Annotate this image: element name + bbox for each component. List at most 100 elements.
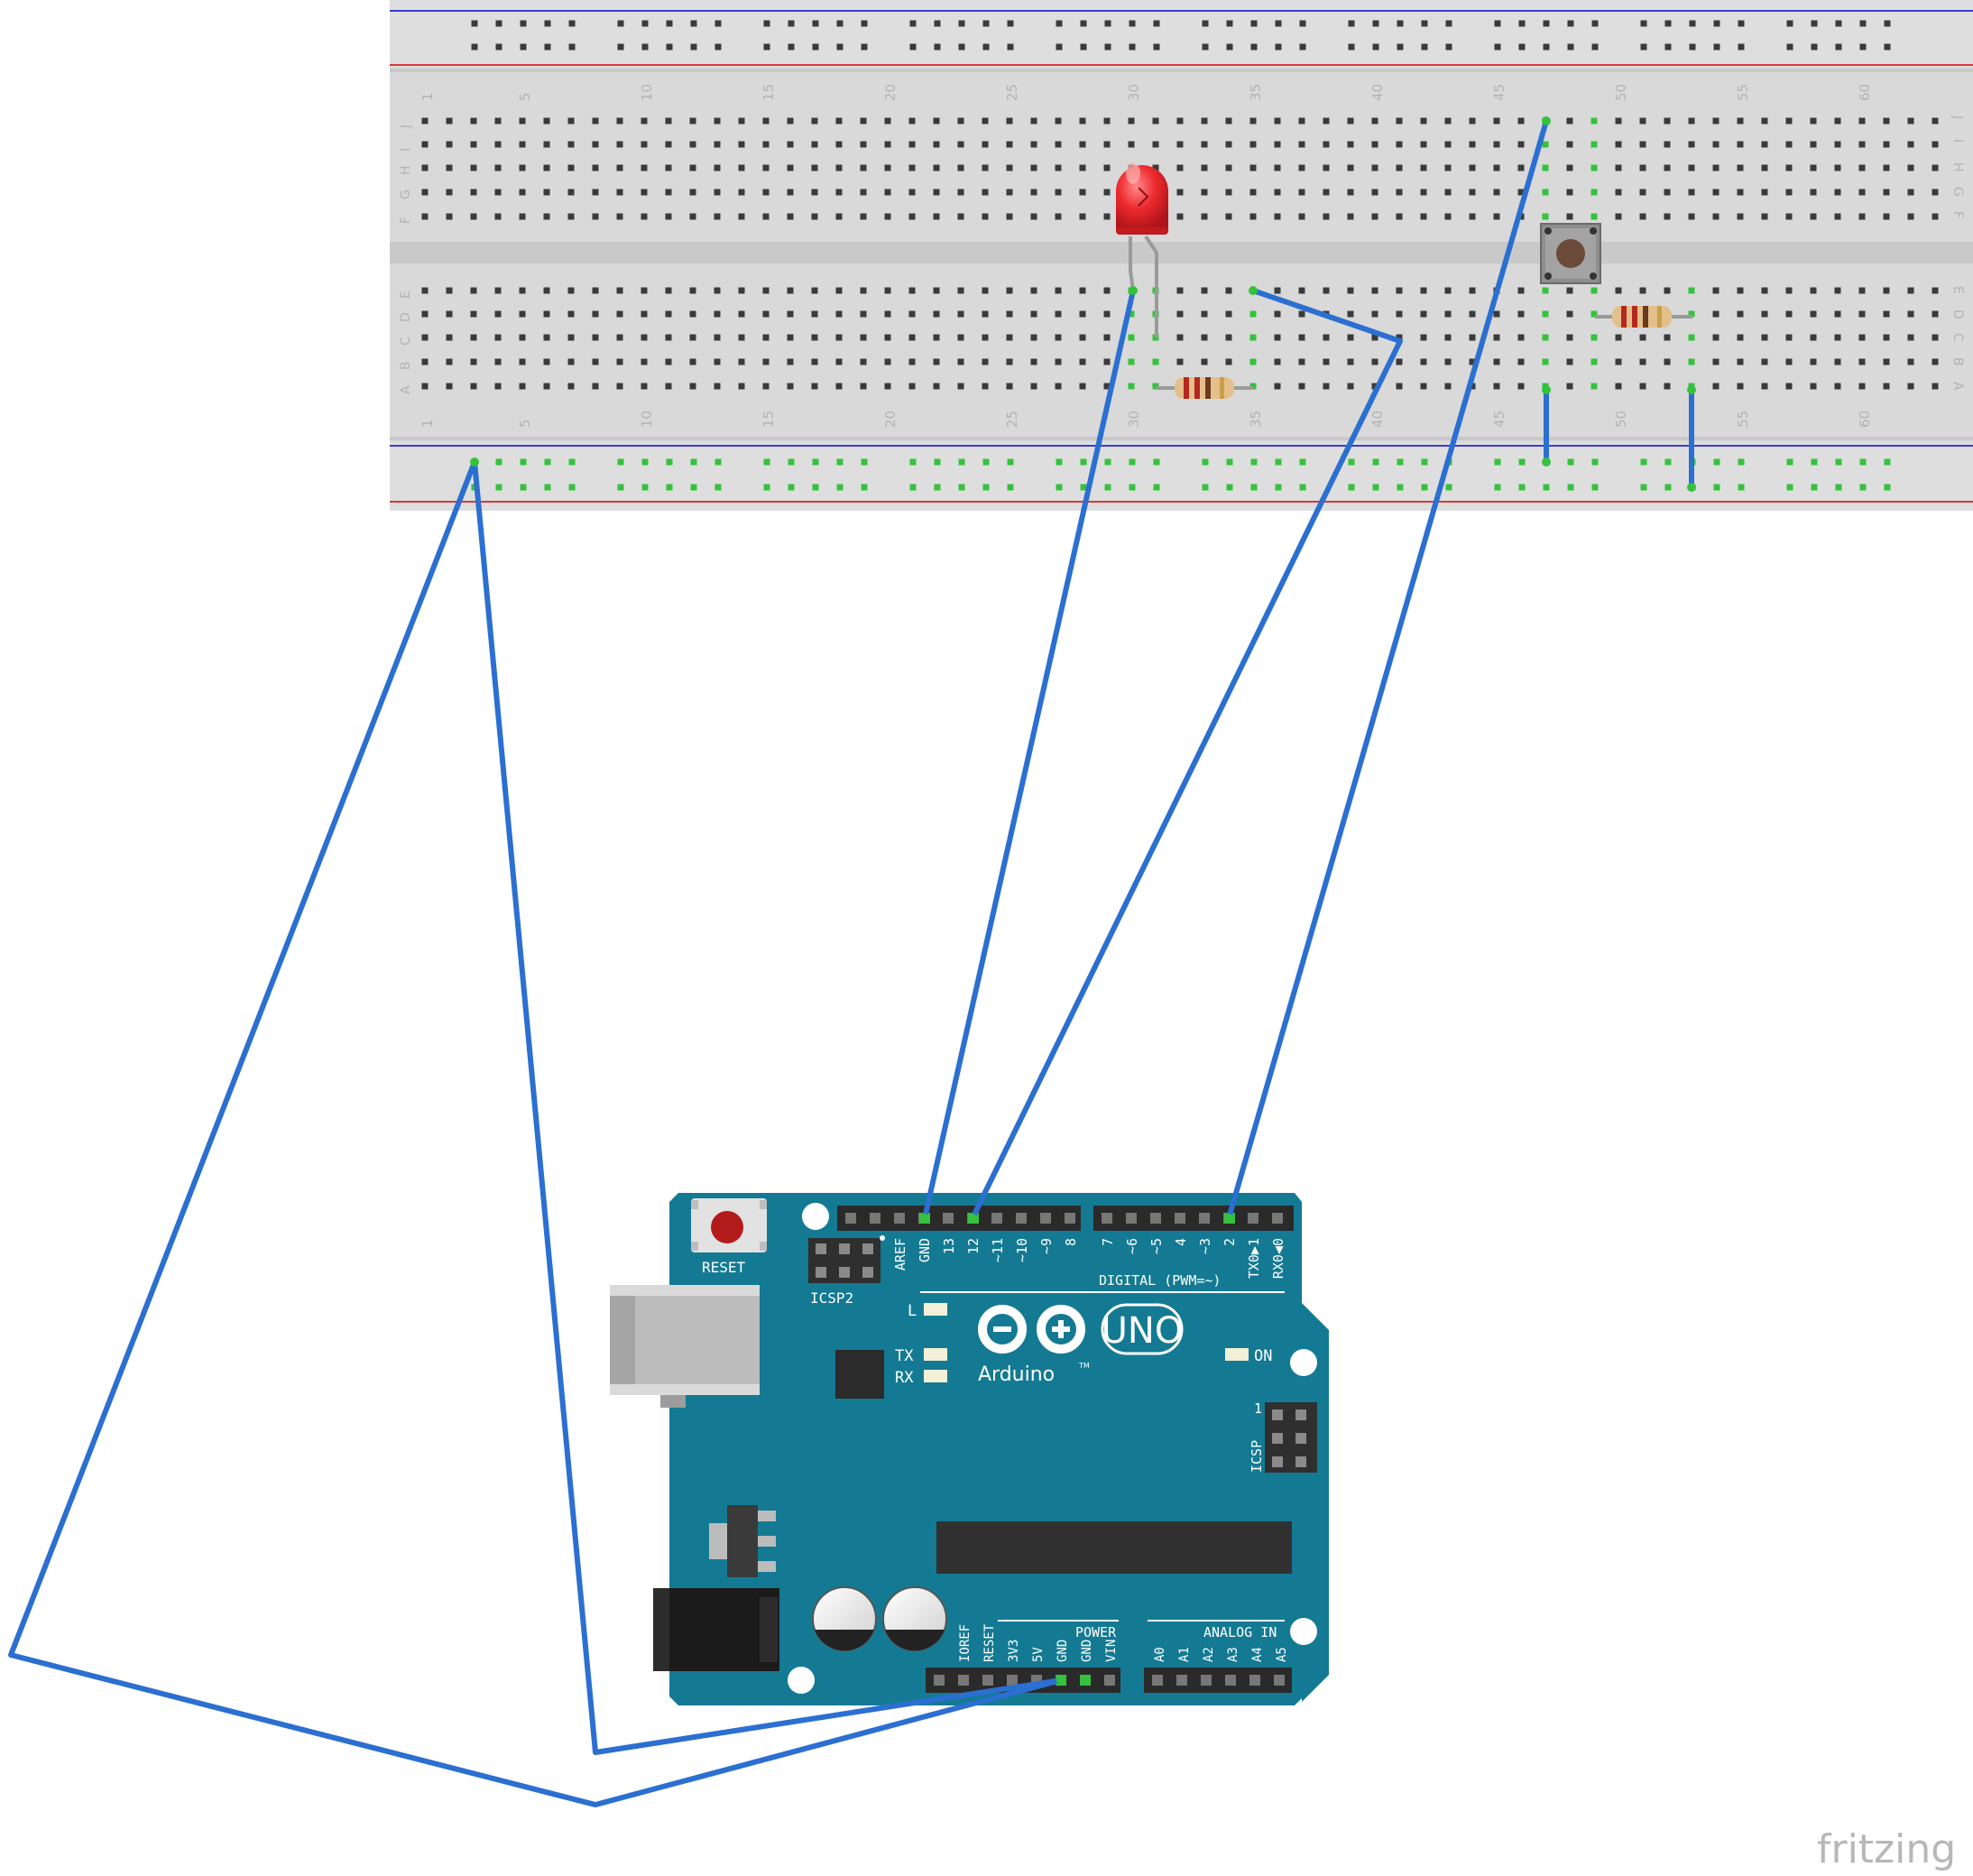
resistor-led: [1157, 377, 1253, 399]
mounting-hole: [1290, 1349, 1317, 1376]
row-letter-right: F: [1950, 211, 1965, 218]
col-num-top: 30: [1126, 84, 1142, 101]
row-letter-right: D: [1950, 310, 1965, 319]
col-num-top: 25: [1004, 84, 1020, 101]
col-num-bottom: 40: [1369, 411, 1386, 428]
col-num-top: 20: [882, 84, 899, 101]
pin-label: ~5: [1148, 1238, 1165, 1254]
col-num-bottom: 60: [1857, 411, 1873, 428]
arduino-uno: RESET ICSP2: [610, 1193, 1329, 1705]
pin-label: ~11: [990, 1238, 1006, 1262]
arduino-brand: Arduino: [978, 1363, 1055, 1386]
push-button[interactable]: [1540, 223, 1601, 284]
pin-label: GND: [917, 1238, 933, 1262]
usb-connector: [610, 1285, 760, 1408]
dc-power-jack: [653, 1588, 779, 1671]
col-num-bottom: 45: [1491, 411, 1507, 428]
row-letter-left: H: [399, 165, 413, 175]
row-letter-left: C: [399, 337, 413, 346]
led-tx: [924, 1348, 947, 1361]
mounting-hole: [802, 1203, 829, 1230]
analog-pin-label: A2: [1202, 1647, 1216, 1662]
col-num-top: 45: [1491, 84, 1507, 101]
atmega-chip: [936, 1521, 1292, 1574]
col-num-bottom: 15: [761, 411, 777, 428]
arduino-tm: TM: [1078, 1362, 1090, 1370]
icsp-label: ICSP: [1249, 1440, 1265, 1473]
row-letter-left: D: [399, 312, 413, 322]
wire-rail-to-gnd-b[interactable]: [472, 459, 1064, 1755]
bottom-power-rail: [390, 442, 1973, 511]
col-num-bottom: 55: [1735, 411, 1751, 428]
col-num-bottom: 5: [517, 419, 533, 428]
analog-pin-label: A5: [1275, 1647, 1289, 1662]
col-num-top: 50: [1613, 84, 1629, 101]
col-num-bottom: 30: [1126, 411, 1142, 428]
col-num-top: 1: [419, 92, 436, 101]
row-letter-right: I: [1950, 139, 1965, 143]
col-num-bottom: 1: [419, 419, 436, 428]
pin-label: ~10: [1014, 1238, 1030, 1262]
pin-label: TX0▶1: [1246, 1238, 1262, 1279]
led-rx-label: RX: [895, 1369, 914, 1387]
power-pin-label: RESET: [982, 1623, 997, 1662]
resistor-button: [1595, 306, 1692, 328]
col-num-top: 15: [761, 84, 777, 101]
digital-header-right: [1093, 1206, 1294, 1231]
col-num-top: 55: [1735, 84, 1751, 101]
wire-button-to-pin2[interactable]: [1226, 118, 1549, 1221]
reset-label: RESET: [702, 1259, 746, 1276]
red-led[interactable]: [1116, 162, 1168, 337]
led-l-label: L: [908, 1302, 917, 1320]
power-pin-label: GND: [1080, 1640, 1094, 1662]
row-letter-left: E: [399, 291, 413, 299]
wire-led-to-gnd[interactable]: [922, 288, 1136, 1221]
pin-label: AREF: [892, 1238, 908, 1271]
col-num-bottom: 35: [1248, 411, 1264, 428]
row-letter-left: G: [399, 189, 413, 199]
analog-header: [1144, 1668, 1292, 1693]
power-pin-label: 5V: [1031, 1647, 1046, 1662]
power-pin-label: 3V3: [1007, 1640, 1021, 1662]
wire-endpoints: [470, 116, 1696, 1685]
fritzing-watermark: fritzing: [1817, 1826, 1956, 1872]
wires: [8, 118, 1694, 1807]
col-num-bottom: 25: [1004, 411, 1020, 428]
row-letter-right: E: [1950, 286, 1965, 294]
pin-label: ~3: [1197, 1238, 1213, 1254]
power-pin-label: GND: [1056, 1640, 1070, 1662]
power-label: POWER: [1075, 1624, 1117, 1640]
wire-rail-to-gnd-a[interactable]: [8, 459, 1064, 1807]
icsp2-label: ICSP2: [810, 1289, 853, 1307]
row-letter-right: J: [1950, 115, 1965, 119]
icsp-pin1-label: 1: [1254, 1400, 1262, 1417]
voltage-regulator: [709, 1505, 776, 1577]
pin-label: ~6: [1124, 1238, 1140, 1254]
uno-text: UNO: [1102, 1310, 1184, 1352]
col-num-top: 40: [1369, 84, 1386, 101]
pin-label: 7: [1100, 1238, 1116, 1246]
digital-header-left: [837, 1206, 1081, 1231]
analog-pin-label: A0: [1153, 1647, 1167, 1662]
center-channel: [390, 242, 1973, 263]
led-tx-label: TX: [895, 1347, 914, 1365]
led-l: [924, 1303, 947, 1316]
analog-pin-label: A3: [1226, 1647, 1240, 1662]
led-on: [1225, 1348, 1249, 1361]
wire-resistor-to-pin12[interactable]: [970, 288, 1403, 1221]
row-letter-left: B: [399, 361, 413, 370]
col-num-bottom: 20: [882, 411, 899, 428]
mounting-hole: [788, 1667, 815, 1694]
reset-button[interactable]: [691, 1198, 767, 1252]
col-num-top: 5: [517, 92, 533, 101]
row-letter-left: I: [399, 148, 413, 152]
pin-label: 12: [965, 1238, 982, 1254]
arduino-logo: [978, 1305, 1085, 1354]
analog-pin-label: A1: [1177, 1647, 1192, 1662]
icsp2-header: [808, 1238, 880, 1283]
led-on-label: ON: [1254, 1347, 1272, 1365]
usb-chip: [835, 1350, 884, 1399]
pin-label: 8: [1063, 1238, 1079, 1246]
capacitor: [812, 1586, 877, 1651]
